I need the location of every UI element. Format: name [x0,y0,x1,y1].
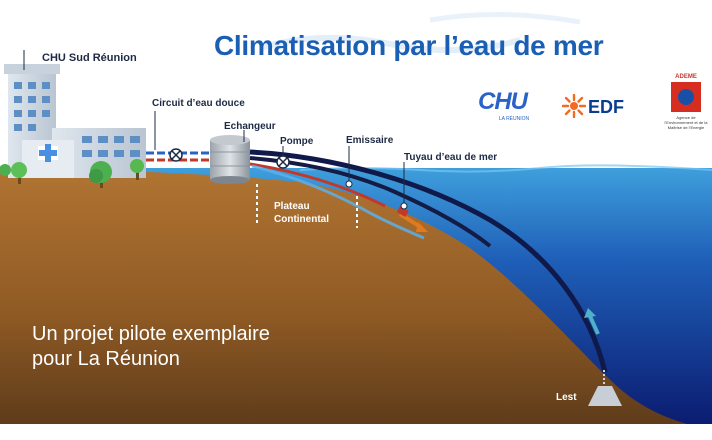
edf-logo: EDF [562,92,650,122]
leader-dot [345,180,353,188]
tree [89,161,112,188]
pump-icon [276,155,290,169]
outflow-arrow-icon [396,205,428,232]
tree [0,164,11,176]
chu-logo-subtext: LA RÉUNION [498,116,530,122]
label-outfall: Emissaire [346,135,394,146]
ademe-logo-title: ADEME [675,74,697,80]
coastal-ground [0,172,712,430]
ademe-logo-subtext: Agence de l’Environnement et de la Maîtr… [664,115,708,130]
outfall-pipe-warm [249,162,386,208]
cloud-swirl [429,11,581,25]
cloud-swirl [259,34,521,54]
tree [130,159,144,180]
label-fresh-water-circuit: Circuit d’eau douce [152,98,245,109]
outfall-flow [251,164,425,240]
label-hospital: CHU Sud Réunion [42,52,137,64]
seawater-intake-pipe [249,149,608,373]
label-seawater-pipe: Tuyau d’eau de mer [404,152,498,163]
edf-sun-icon [562,94,586,118]
bottom-band [0,424,712,440]
label-plateau: Plateau [274,201,310,212]
outfall-pipe [249,156,492,248]
tagline-line-1: Un projet pilote exemplaire [32,323,270,345]
label-exchanger: Echangeur [224,121,276,132]
ademe-logo: ADEME Agence de l’Environnement et de la… [664,74,708,152]
edf-logo-text: EDF [588,97,624,117]
heat-exchanger [210,135,250,184]
hospital-buildings [4,64,146,178]
tree [11,162,27,184]
tagline-line-2: pour La Réunion [32,348,180,370]
chu-logo-text: CHU [478,88,528,115]
label-continental: Continental [274,214,329,225]
circuit-valve-icon [169,148,183,162]
tagline: Un projet pilote exemplaire pour La Réun… [32,322,270,372]
label-ballast: Lest [556,392,577,403]
ademe-emblem-icon [671,82,701,112]
intake-flow-arrow-icon [584,308,600,335]
label-pump: Pompe [280,136,314,147]
ballast-anchor [588,370,622,406]
diagram-title: Climatisation par l’eau de mer [214,30,604,61]
chu-logo: CHU LA RÉUNION [478,90,550,128]
leader-dot [400,202,408,210]
